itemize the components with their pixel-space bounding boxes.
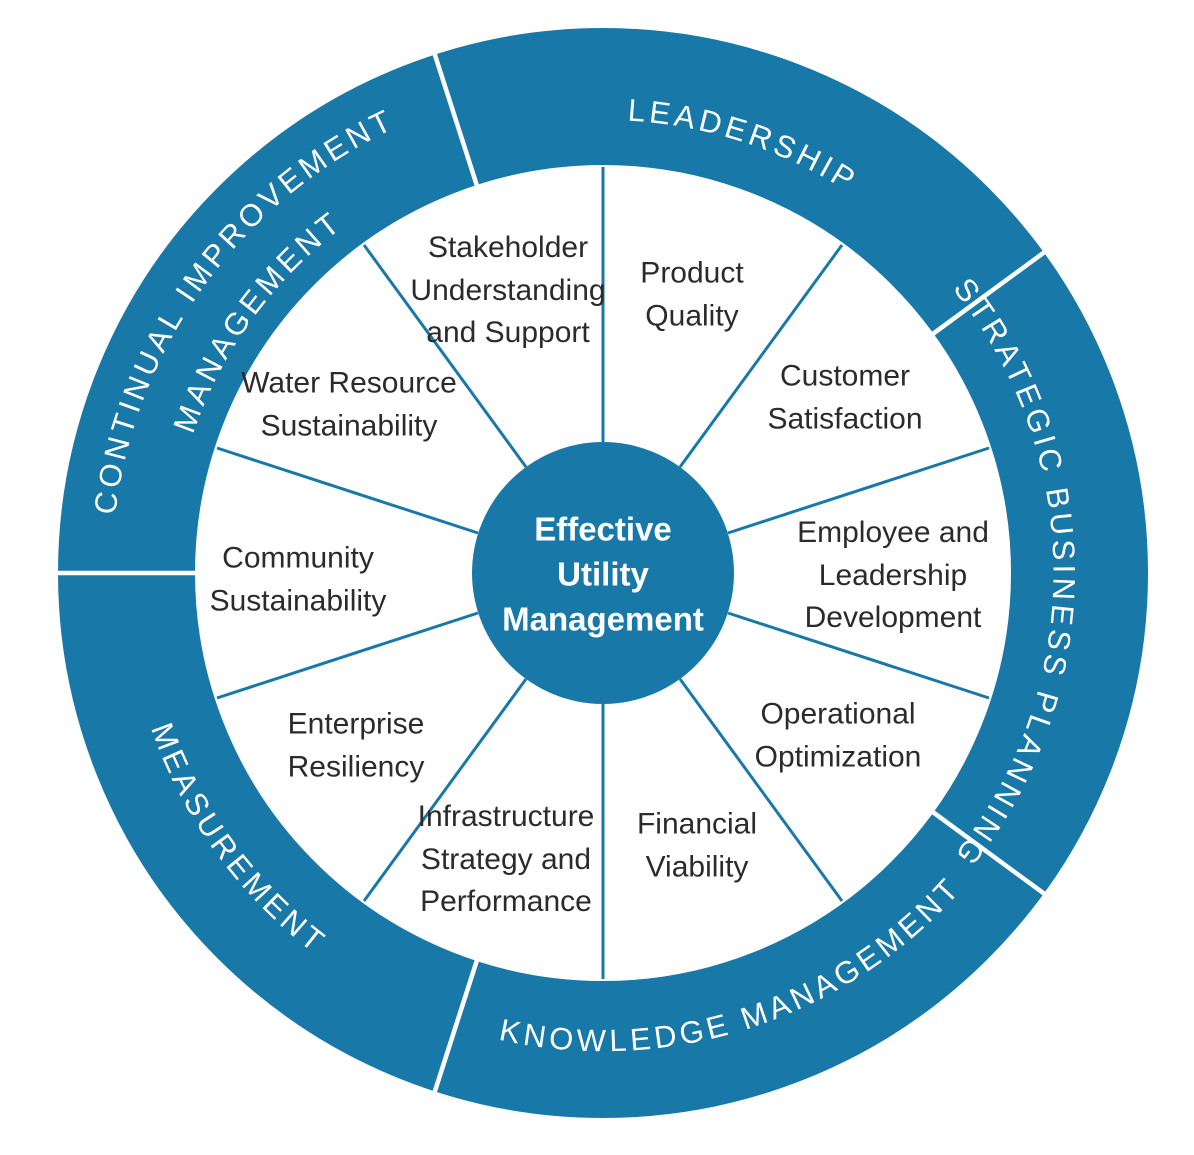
spoke-72 xyxy=(727,446,990,535)
segment-label-product-quality: Product Quality xyxy=(640,256,744,332)
segment-label-infrastructure-strategy: Infrastructure Strategy and Performance xyxy=(417,800,595,919)
segment-label-employee-leadership-development: Employee and Leadership Development xyxy=(797,516,989,635)
spoke-36 xyxy=(678,244,844,468)
segment-dividers xyxy=(216,167,990,979)
ring-divider-342 xyxy=(431,51,481,190)
segment-label-community-sustainability: Community Sustainability xyxy=(209,541,387,617)
ring-divider-126 xyxy=(928,808,1048,897)
spoke-144 xyxy=(678,678,844,902)
spoke-324 xyxy=(362,244,528,468)
segment-label-stakeholder-understanding: Stakeholder Understanding and Support xyxy=(410,231,606,350)
spoke-216 xyxy=(362,678,528,902)
segment-label-customer-satisfaction: Customer Satisfaction xyxy=(767,359,923,435)
outer-ring-dividers xyxy=(55,51,1048,1095)
spoke-252 xyxy=(216,611,479,700)
ring-divider-54 xyxy=(928,249,1048,338)
center-title: Effective Utility Management xyxy=(502,510,704,638)
ring-divider-198 xyxy=(431,956,481,1095)
center-circle xyxy=(472,442,734,704)
segment-label-water-resource-sustainability: Water Resource Sustainability xyxy=(241,366,457,442)
spoke-108 xyxy=(727,611,990,700)
segment-label-operational-optimization: Operational Optimization xyxy=(754,697,922,773)
segment-label-enterprise-resiliency: Enterprise Resiliency xyxy=(287,707,425,783)
spoke-288 xyxy=(216,446,479,535)
segment-label-financial-viability: Financial Viability xyxy=(636,807,758,883)
